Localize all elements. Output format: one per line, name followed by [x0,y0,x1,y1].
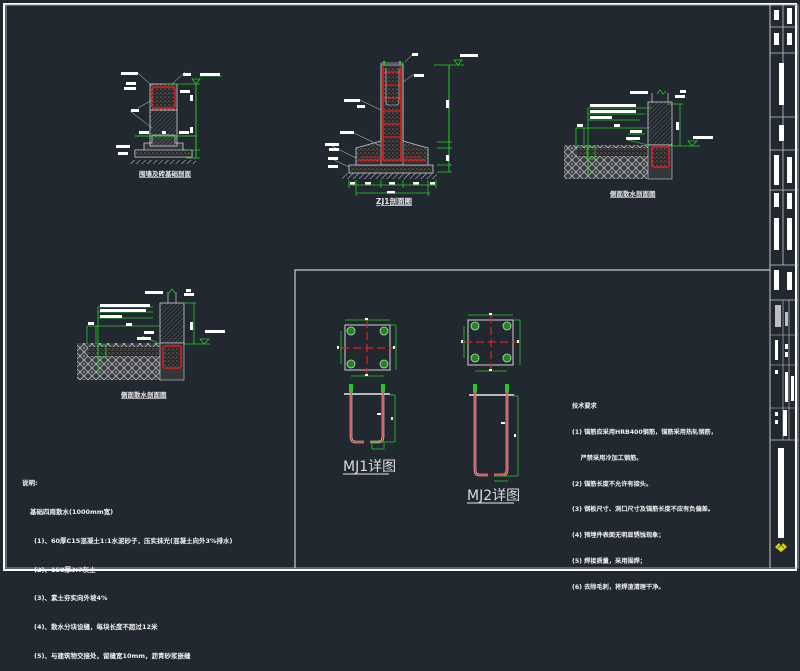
wall-foundation-section: 围墙及砖基础剖面 [116,71,222,178]
title-block [769,5,798,568]
tech-requirement-item: (1) 锚筋应采用HRB400钢筋，锚筋采用热轧钢筋， [572,428,717,436]
notes-subheading: 基础四周散水(1000mm宽) [30,507,114,516]
tech-requirements-heading: 技术要求 [572,403,597,411]
mj1-title: MJ1详图 [343,459,396,475]
notes-block: 说明: 基础四周散水(1000mm宽) (1)、60厚C15混凝土1:1水泥砂子… [22,460,232,671]
tech-requirement-item: (6) 去除毛刺，将焊渣清理干净。 [572,583,665,591]
zj1-title: ZJ1剖面图 [376,196,412,206]
side-drain-section-1: 侧面散水剖面图 [564,89,713,198]
mj2-detail: MJ2详图 [461,313,521,504]
tech-requirement-item: (3) 钢板尺寸、洞口尺寸及锚筋长度不应有负偏差。 [572,506,715,514]
tech-requirement-item: (4) 预埋件表面无明显锈蚀现象； [572,532,665,540]
side-drain-section-2: 侧面散水剖面图 [77,288,225,399]
outer-frame [3,3,797,571]
tech-requirement-item: (5) 焊接质量，采用围焊； [572,557,646,565]
notes-item: (3)、素土夯实向外坡4% [34,594,108,603]
tech-requirement-item: 严禁采用冷加工钢筋。 [572,454,643,462]
tech-requirement-item: (2) 锚筋长度不允许有接头。 [572,480,653,488]
notes-item: (2)、150厚3:7灰土 [34,565,96,574]
mj1-detail: MJ1详图 [337,318,397,475]
tech-requirements-block: 技术要求 (1) 锚筋应采用HRB400钢筋，锚筋采用热轧钢筋， 严禁采用冷加工… [572,386,717,601]
side-drain-2-title: 侧面散水剖面图 [121,390,167,399]
detail-subframe [294,269,770,568]
inner-frame [5,4,799,569]
mj2-anchor-holes [470,321,512,363]
zj1-section: ZJ1剖面图 [325,53,478,206]
notes-heading: 说明: [22,479,38,488]
mj2-title: MJ2详图 [467,488,520,504]
mj1-anchor-holes [346,326,389,369]
cad-drawing-canvas: 围墙及砖基础剖面 [3,3,799,571]
company-logo-icon [775,543,787,552]
notes-item: (5)、与建筑物交接处，留缝宽10mm，沥青砂浆嵌缝 [34,651,191,660]
notes-item: (1)、60厚C15混凝土1:1水泥砂子，压实抹光(混凝土向外3%排水) [34,536,233,545]
wall-foundation-title: 围墙及砖基础剖面 [139,169,192,178]
notes-item: (4)、散水分块设缝，每块长度不超过12米 [34,623,158,632]
side-drain-1-title: 侧面散水剖面图 [610,189,656,198]
